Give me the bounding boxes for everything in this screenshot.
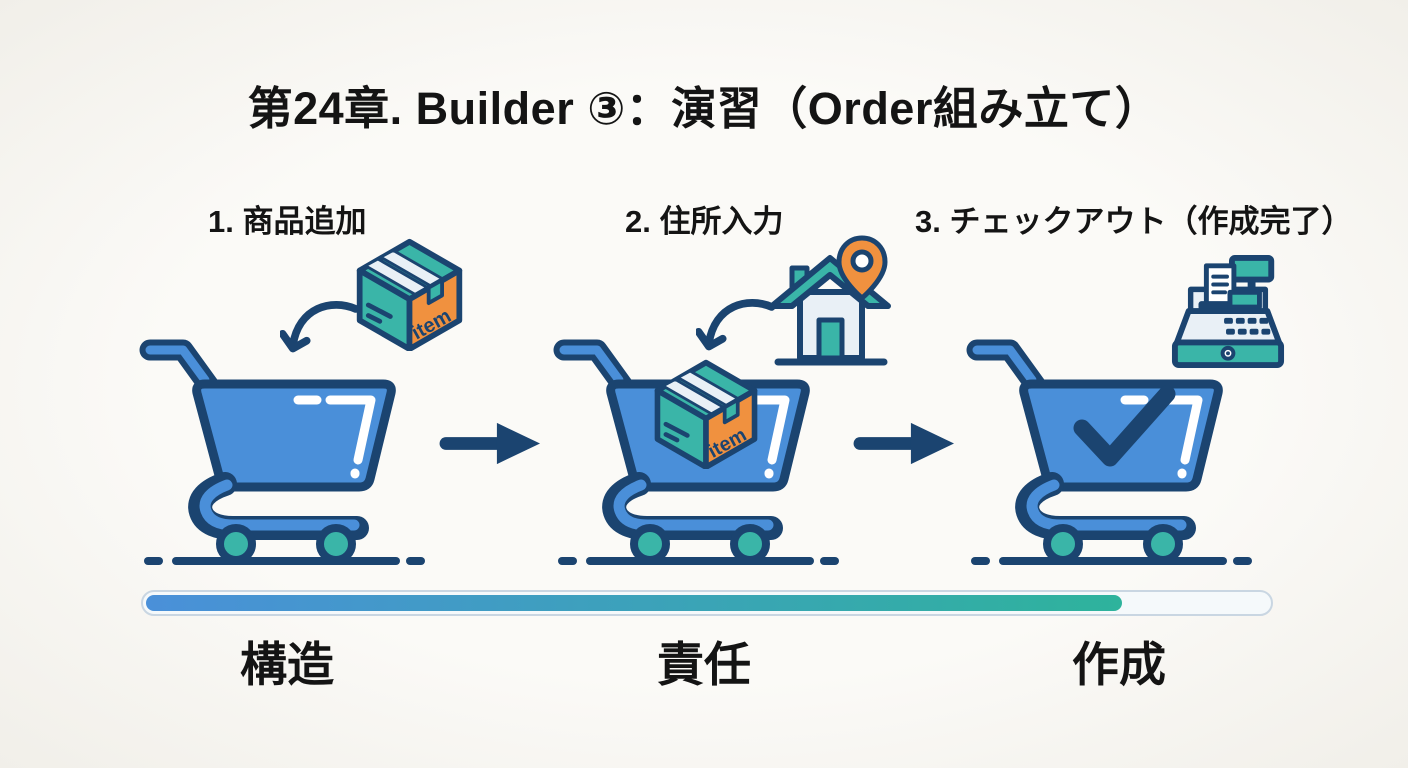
step-3-label: 3. チェックアウト（作成完了） xyxy=(915,204,1353,239)
arrow-right-icon-2 xyxy=(852,419,960,468)
phase-label-responsibility: 責任 xyxy=(657,638,751,691)
package-box-icon-step1 xyxy=(352,236,467,351)
cash-register-icon xyxy=(1169,254,1287,370)
step-2-label: 2. 住所入力 xyxy=(625,204,784,239)
step-1-label: 1. 商品追加 xyxy=(208,204,367,239)
page-title: 第24章. Builder ③：演習（Order組み立て） xyxy=(247,83,1161,134)
phase-label-creation: 作成 xyxy=(1072,638,1166,691)
phase-label-structure: 構造 xyxy=(240,638,334,691)
arrow-right-icon-1 xyxy=(438,419,546,468)
package-box-icon-in-cart xyxy=(650,357,762,469)
progress-fill xyxy=(146,595,1123,611)
curved-drop-arrow-icon-step1 xyxy=(280,300,366,378)
progress-bar xyxy=(141,590,1273,616)
house-location-icon xyxy=(764,234,896,366)
